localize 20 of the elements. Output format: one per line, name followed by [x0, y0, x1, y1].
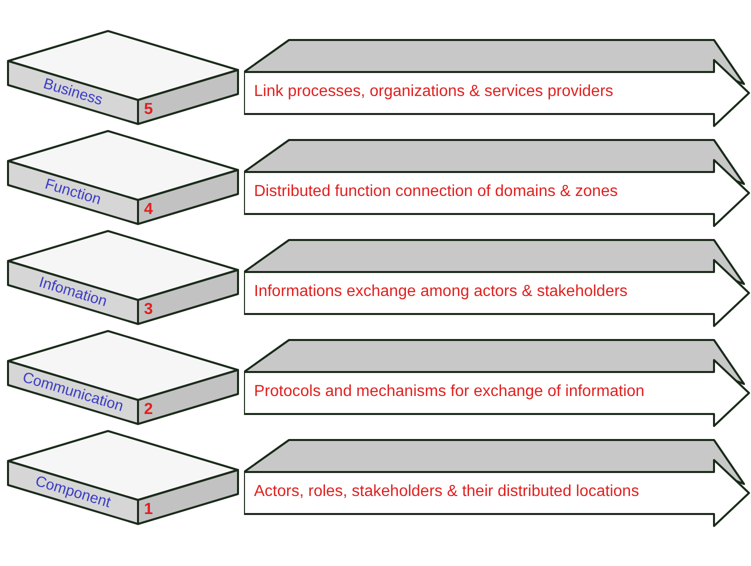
layer-description: Protocols and mechanisms for exchange of information	[254, 383, 644, 401]
arrow-banner	[244, 38, 751, 128]
layer-description: Distributed function connection of domains & zones	[254, 183, 618, 201]
arrow-banner	[244, 438, 751, 528]
layer-number: 4	[144, 201, 153, 219]
arrow-banner	[244, 138, 751, 228]
layer-number: 1	[144, 501, 153, 519]
layer-description: Actors, roles, stakeholders & their distributed locations	[254, 483, 640, 501]
layer-block	[6, 230, 242, 326]
arrow-banner	[244, 238, 751, 328]
layer-description: Informations exchange among actors & stakeholders	[254, 283, 628, 301]
layer-block	[6, 430, 242, 526]
layer-description: Link processes, organizations & services providers	[254, 83, 614, 101]
layer-number: 5	[144, 101, 153, 119]
layer-number: 3	[144, 301, 153, 319]
arrow-banner	[244, 338, 751, 428]
layer-block	[6, 30, 242, 126]
layer-number: 2	[144, 401, 153, 419]
layer-block	[6, 130, 242, 226]
layer-block	[6, 330, 242, 426]
